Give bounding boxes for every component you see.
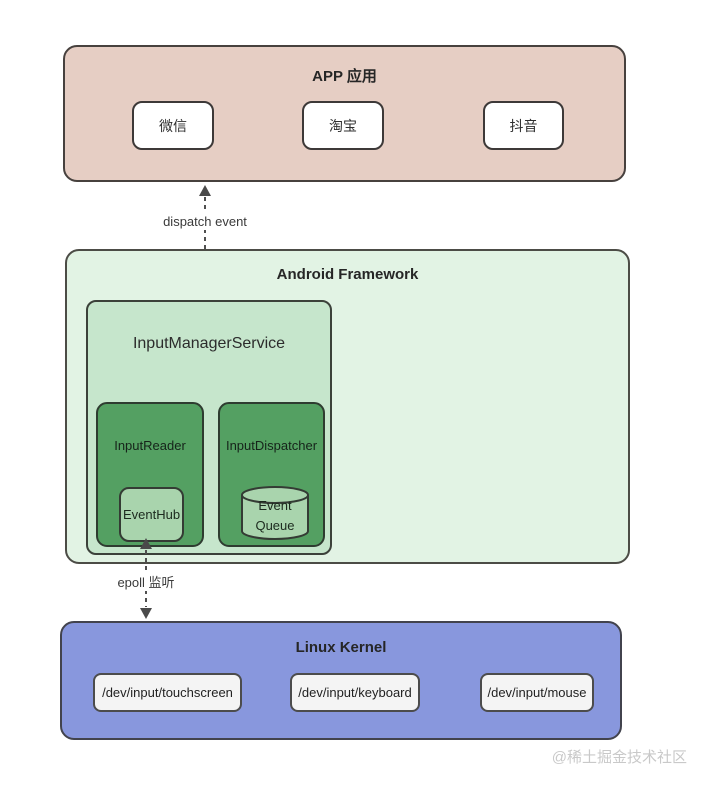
- device-chip-mouse: /dev/input/mouse: [480, 673, 594, 712]
- device-chip-touchscreen: /dev/input/touchscreen: [93, 673, 242, 712]
- framework-layer-box: Android Framework InputManagerService In…: [65, 249, 630, 564]
- device-chip-keyboard: /dev/input/keyboard: [290, 673, 420, 712]
- input-dispatcher-box: InputDispatcher Event Queue: [218, 402, 325, 547]
- epoll-arrow-down-icon: [140, 608, 152, 619]
- device-chip-touchscreen-label: /dev/input/touchscreen: [102, 685, 233, 700]
- input-manager-service-box: InputManagerService InputReader EventHub…: [86, 300, 332, 555]
- app-chip-wechat-label: 微信: [159, 117, 187, 134]
- app-chip-taobao: 淘宝: [302, 101, 384, 150]
- epoll-arrow-label: epoll 监听: [112, 574, 180, 591]
- event-queue-line1: Event: [258, 498, 292, 513]
- event-queue-line2: Queue: [255, 518, 295, 533]
- app-chip-taobao-label: 淘宝: [329, 117, 357, 134]
- app-chip-douyin: 抖音: [483, 101, 564, 150]
- app-layer-title: APP 应用: [312, 68, 377, 85]
- framework-layer-title: Android Framework: [276, 266, 419, 283]
- watermark-text: @稀土掘金技术社区: [551, 749, 687, 766]
- cylinder-shape-icon: [241, 486, 309, 540]
- dispatch-arrow-line: [204, 197, 206, 298]
- app-chip-wechat: 微信: [132, 101, 214, 150]
- dispatch-arrow-label: dispatch event: [158, 213, 252, 230]
- input-dispatcher-label: InputDispatcher: [225, 438, 318, 453]
- event-hub-box: EventHub: [119, 487, 184, 542]
- app-layer-box: APP 应用 微信 淘宝 抖音: [63, 45, 626, 182]
- device-chip-keyboard-label: /dev/input/keyboard: [298, 685, 412, 700]
- input-manager-service-label: InputManagerService: [132, 335, 286, 352]
- event-queue-cylinder: Event Queue: [239, 485, 311, 541]
- event-hub-label: EventHub: [122, 507, 181, 522]
- input-reader-box: InputReader EventHub: [96, 402, 204, 547]
- device-chip-mouse-label: /dev/input/mouse: [487, 685, 587, 700]
- event-queue-label: Event Queue: [239, 497, 311, 535]
- kernel-layer-box: Linux Kernel /dev/input/touchscreen /dev…: [60, 621, 622, 740]
- input-reader-label: InputReader: [114, 438, 186, 453]
- app-chip-douyin-label: 抖音: [509, 117, 538, 134]
- epoll-arrow-up-icon: [140, 538, 152, 549]
- dispatch-arrow-up-icon: [199, 185, 211, 196]
- kernel-layer-title: Linux Kernel: [295, 639, 387, 656]
